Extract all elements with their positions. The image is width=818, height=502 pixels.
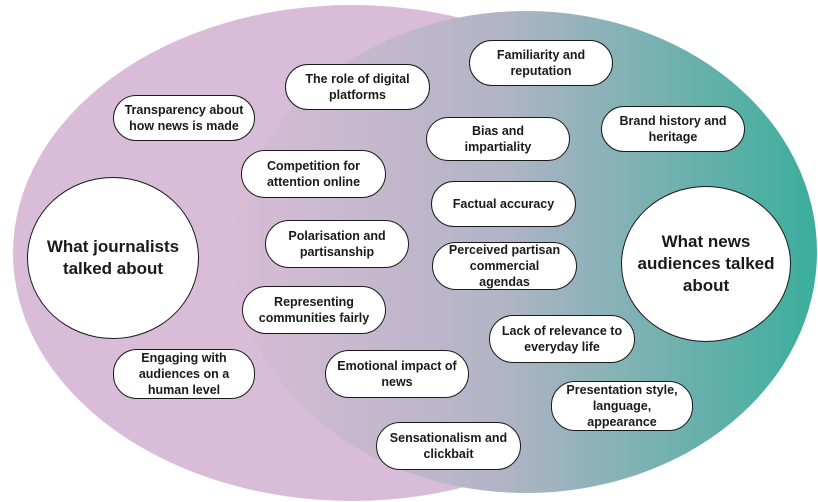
topic-pill: Brand history and heritage [601,106,745,152]
topic-pill: Presentation style, language, appearance [551,381,693,431]
topic-label: Familiarity and reputation [496,48,586,78]
topic-label: Emotional impact of news [337,359,457,389]
topic-pill: Familiarity and reputation [469,40,613,86]
topic-pill: Lack of relevance to everyday life [489,315,635,363]
topic-pill: Polarisation and partisanship [265,220,409,268]
topic-pill: Sensationalism and clickbait [376,422,521,470]
topic-pill: Transparency about how news is made [113,95,255,141]
topic-label: Presentation style, language, appearance [566,383,678,429]
topic-pill: Factual accuracy [431,181,576,227]
topic-label: Bias and impartiality [464,124,532,154]
journalists-circle: What journalists talked about [27,177,199,339]
topic-label: The role of digital platforms [305,72,410,102]
topic-label: Polarisation and partisanship [288,229,386,259]
topic-label: Sensationalism and clickbait [389,431,508,461]
topic-label: Lack of relevance to everyday life [501,324,623,354]
topic-label: Transparency about how news is made [124,103,244,133]
topic-pill: Engaging with audiences on a human level [113,349,255,399]
audiences-label: What news audiences talked about [637,232,775,295]
topic-label: Representing communities fairly [258,295,370,325]
topic-pill: The role of digital platforms [285,64,430,110]
topic-pill: Competition for attention online [241,150,386,198]
topic-pill: Bias and impartiality [426,117,570,161]
topic-label: Perceived partisan commercial agendas [448,243,561,289]
topic-pill: Emotional impact of news [325,350,469,398]
topic-label: Competition for attention online [266,159,361,189]
journalists-label: What journalists talked about [46,237,180,278]
topic-pill: Perceived partisan commercial agendas [432,242,577,290]
topic-label: Engaging with audiences on a human level [138,351,230,397]
topic-pill: Representing communities fairly [242,286,386,334]
topic-label: Factual accuracy [452,197,555,211]
topic-label: Brand history and heritage [619,114,727,144]
audiences-circle: What news audiences talked about [621,186,791,342]
